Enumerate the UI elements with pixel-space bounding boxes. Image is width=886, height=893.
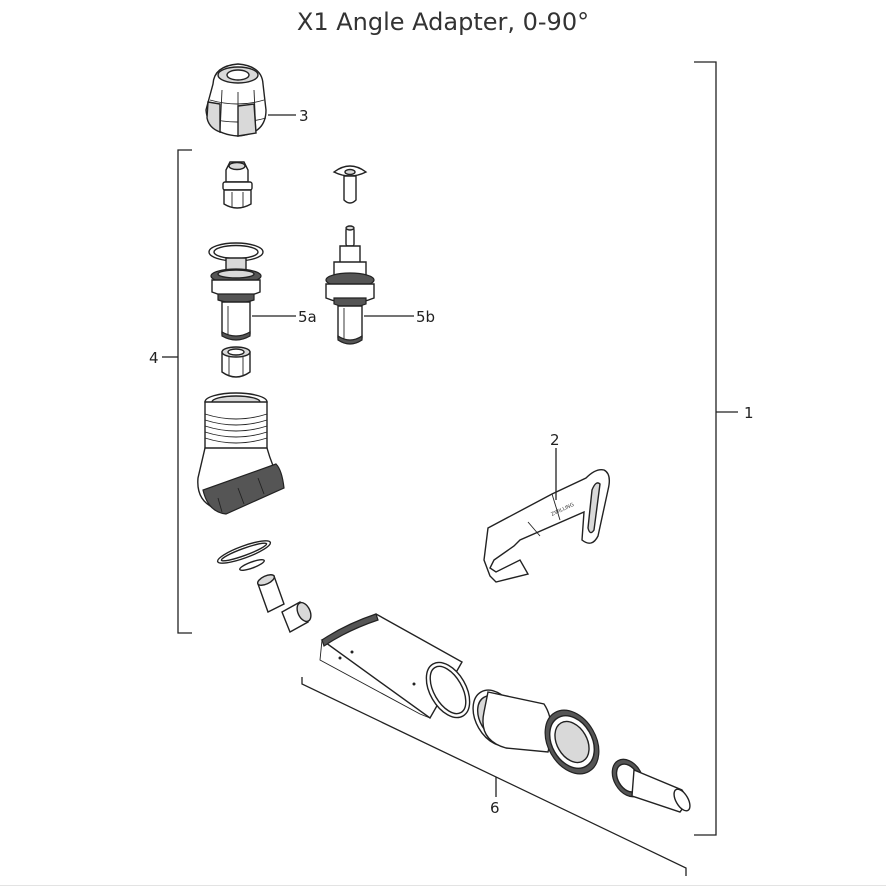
callout-4: 4 xyxy=(149,349,159,367)
part-valve-seat xyxy=(256,574,285,613)
bracket-4 xyxy=(162,149,192,634)
part-5a-cartridge xyxy=(208,242,264,341)
callout-5a: 5a xyxy=(298,308,317,326)
diagram-title: X1 Angle Adapter, 0-90° xyxy=(296,8,590,36)
callout-1: 1 xyxy=(744,404,754,422)
part-5b-cartridge xyxy=(325,225,375,345)
part-angle-body xyxy=(197,392,285,515)
part-bushing xyxy=(281,601,312,633)
callout-5b: 5b xyxy=(416,308,435,326)
part-6-body-housing xyxy=(319,613,691,813)
part-2-installation-key: ZWILLING xyxy=(483,468,611,583)
callout-3: 3 xyxy=(299,107,309,125)
part-3-cap-nut xyxy=(205,63,267,137)
bottom-divider xyxy=(0,885,886,886)
bracket-6 xyxy=(301,677,687,876)
part-o-rings xyxy=(216,540,272,571)
bracket-1 xyxy=(694,61,738,836)
callout-6: 6 xyxy=(490,799,500,817)
part-collet xyxy=(222,161,253,209)
callout-2: 2 xyxy=(550,431,560,449)
part-small-nut xyxy=(221,346,251,378)
part-valve-pin xyxy=(332,165,368,204)
